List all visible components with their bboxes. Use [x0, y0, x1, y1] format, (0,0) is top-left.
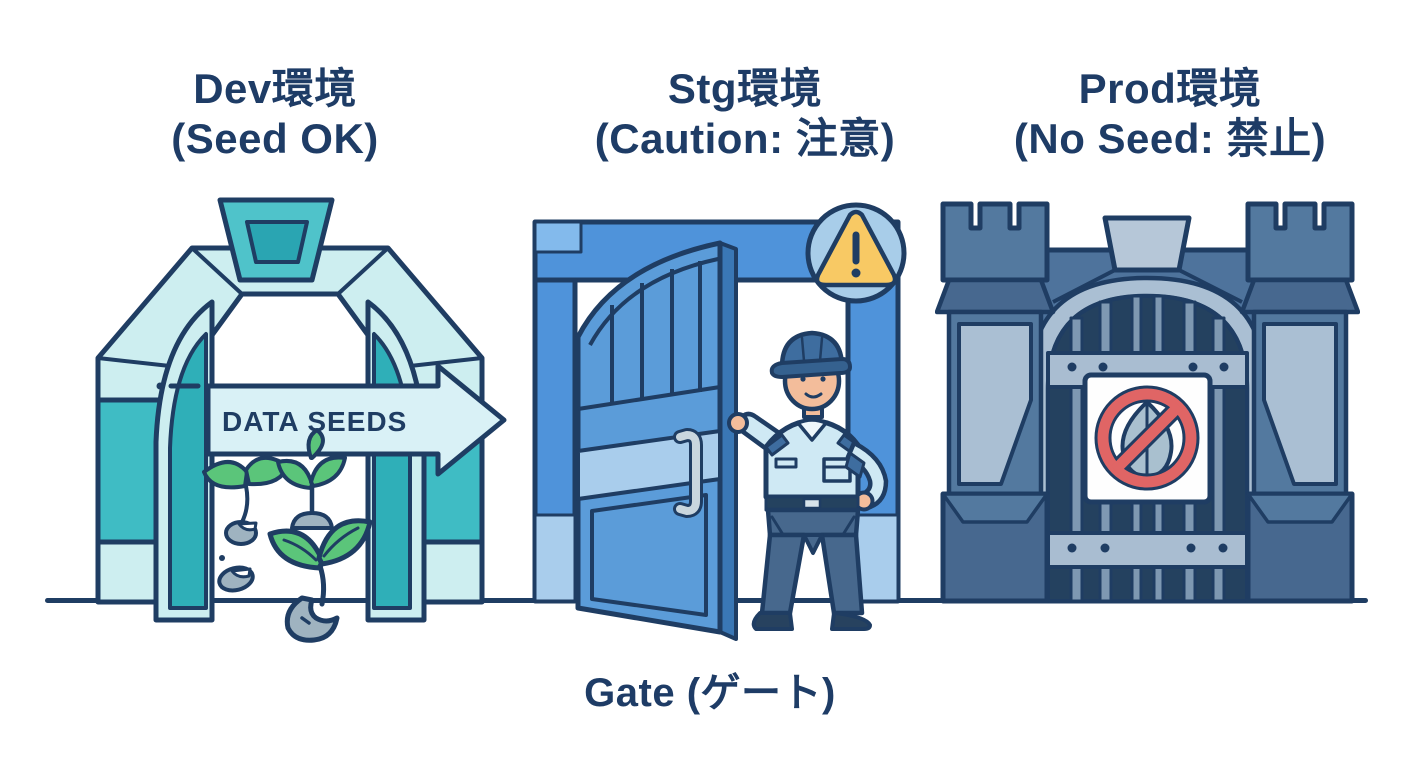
castle-tower-left — [935, 201, 1056, 604]
stg-env-title-line1: Stg環境 — [667, 65, 823, 112]
seedling-large-icon — [267, 518, 373, 643]
keystone — [217, 197, 335, 283]
dev-env-title-line1: Dev環境 — [193, 65, 357, 112]
guard-cap — [769, 330, 852, 379]
half-open-door-icon — [575, 240, 738, 641]
data-seeds-arrow-icon: DATA SEEDS — [156, 363, 507, 477]
seed-husk-icon — [217, 555, 255, 593]
no-seed-sign-icon — [1082, 372, 1213, 505]
warning-badge-icon — [805, 202, 907, 304]
dev-env-title-line2: (Seed OK) — [171, 114, 379, 162]
dev-env-title: Dev環境 (Seed OK) — [40, 64, 510, 163]
dev-gate-illustration: DATA SEEDS — [95, 197, 507, 643]
castle-keystone — [1102, 215, 1192, 273]
castle-tower-right — [1239, 201, 1360, 604]
prod-castle-illustration — [935, 201, 1360, 604]
guard-figure — [727, 330, 889, 631]
prod-env-title-line1: Prod環境 — [1078, 65, 1262, 112]
seedling-icons — [202, 428, 373, 643]
door-handle — [673, 428, 703, 518]
stg-gate-illustration — [532, 202, 907, 641]
prod-env-title-line2: (No Seed: 禁止) — [1013, 114, 1327, 162]
open-door-left — [153, 299, 215, 623]
stg-env-title-line2: (Caution: 注意) — [594, 114, 896, 162]
seedling-medium-icon — [276, 428, 347, 530]
stg-env-title: Stg環境 (Caution: 注意) — [520, 64, 970, 163]
prod-env-title: Prod環境 (No Seed: 禁止) — [955, 64, 1385, 163]
prohibition-circle-icon — [1097, 388, 1197, 488]
gate-caption: Gate (ゲート) — [584, 671, 836, 715]
